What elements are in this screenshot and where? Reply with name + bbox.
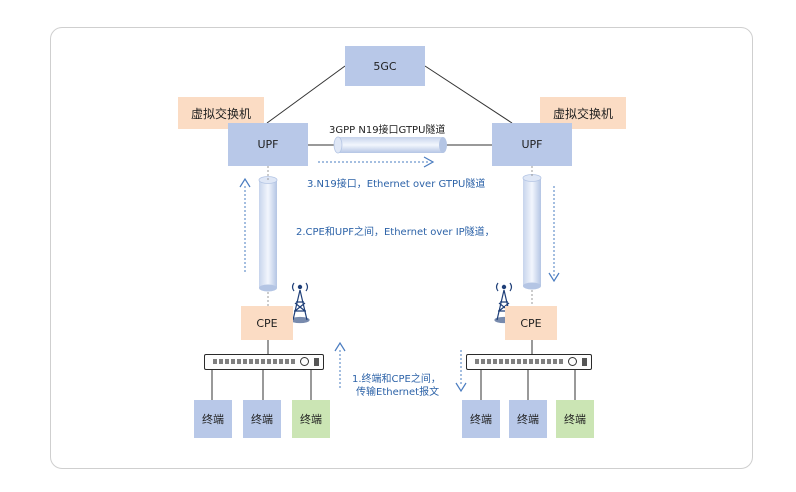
left-upf-node[interactable]: UPF bbox=[228, 123, 308, 166]
terminal-label: 终端 bbox=[251, 413, 273, 426]
terminal-label: 终端 bbox=[300, 413, 322, 426]
right-down-arrow-head bbox=[548, 272, 560, 283]
right-upf-label: UPF bbox=[521, 138, 543, 151]
right-terminal-1[interactable]: 终端 bbox=[462, 400, 500, 438]
left-ip-tunnel-pipe bbox=[258, 176, 278, 292]
step1-label-line2: 传输Ethernet报文 bbox=[356, 387, 440, 398]
diagram-frame bbox=[50, 27, 753, 469]
right-vswitch-label: 虚拟交换机 bbox=[552, 106, 613, 121]
right-ip-tunnel-pipe bbox=[522, 174, 542, 290]
left-antenna-tower-icon bbox=[290, 282, 310, 324]
left-vswitch-label: 虚拟交换机 bbox=[190, 106, 251, 121]
link-5gc-upf-left bbox=[266, 65, 346, 124]
terminal-label: 终端 bbox=[564, 413, 586, 426]
n19-tunnel-pipe bbox=[333, 136, 447, 154]
right-terminal-3[interactable]: 终端 bbox=[556, 400, 594, 438]
right-upf-node[interactable]: UPF bbox=[492, 123, 572, 166]
left-terminal-2[interactable]: 终端 bbox=[243, 400, 281, 438]
left-switch-icon bbox=[204, 354, 324, 370]
step1-down-arrow-head bbox=[455, 382, 467, 393]
left-terminal-1[interactable]: 终端 bbox=[194, 400, 232, 438]
link-5gc-upf-right bbox=[424, 65, 513, 124]
right-vswitch-node[interactable]: 虚拟交换机 bbox=[540, 97, 626, 129]
n19-tunnel-label: 3GPP N19接口GTPU隧道 bbox=[329, 125, 446, 136]
core-5gc-node[interactable]: 5GC bbox=[345, 46, 425, 86]
right-terminal-2[interactable]: 终端 bbox=[509, 400, 547, 438]
step3-arrow-head bbox=[423, 156, 435, 168]
right-cpe-label: CPE bbox=[520, 316, 542, 330]
step1-up-arrow-head bbox=[334, 341, 346, 352]
step2-label: 2.CPE和UPF之间，Ethernet over IP隧道， bbox=[296, 227, 495, 238]
step3-label: 3.N19接口，Ethernet over GTPU隧道 bbox=[307, 179, 486, 190]
left-upf-label: UPF bbox=[257, 138, 279, 151]
left-cpe-label: CPE bbox=[256, 316, 278, 330]
left-up-arrow-head bbox=[239, 177, 251, 188]
terminal-label: 终端 bbox=[517, 413, 539, 426]
step1-label-line1: 1.终端和CPE之间， bbox=[352, 374, 441, 385]
core-5gc-label: 5GC bbox=[373, 59, 397, 73]
right-switch-icon bbox=[466, 354, 592, 370]
terminal-label: 终端 bbox=[202, 413, 224, 426]
terminal-label: 终端 bbox=[470, 413, 492, 426]
right-cpe-node[interactable]: CPE bbox=[505, 306, 557, 340]
left-cpe-node[interactable]: CPE bbox=[241, 306, 293, 340]
left-terminal-3[interactable]: 终端 bbox=[292, 400, 330, 438]
